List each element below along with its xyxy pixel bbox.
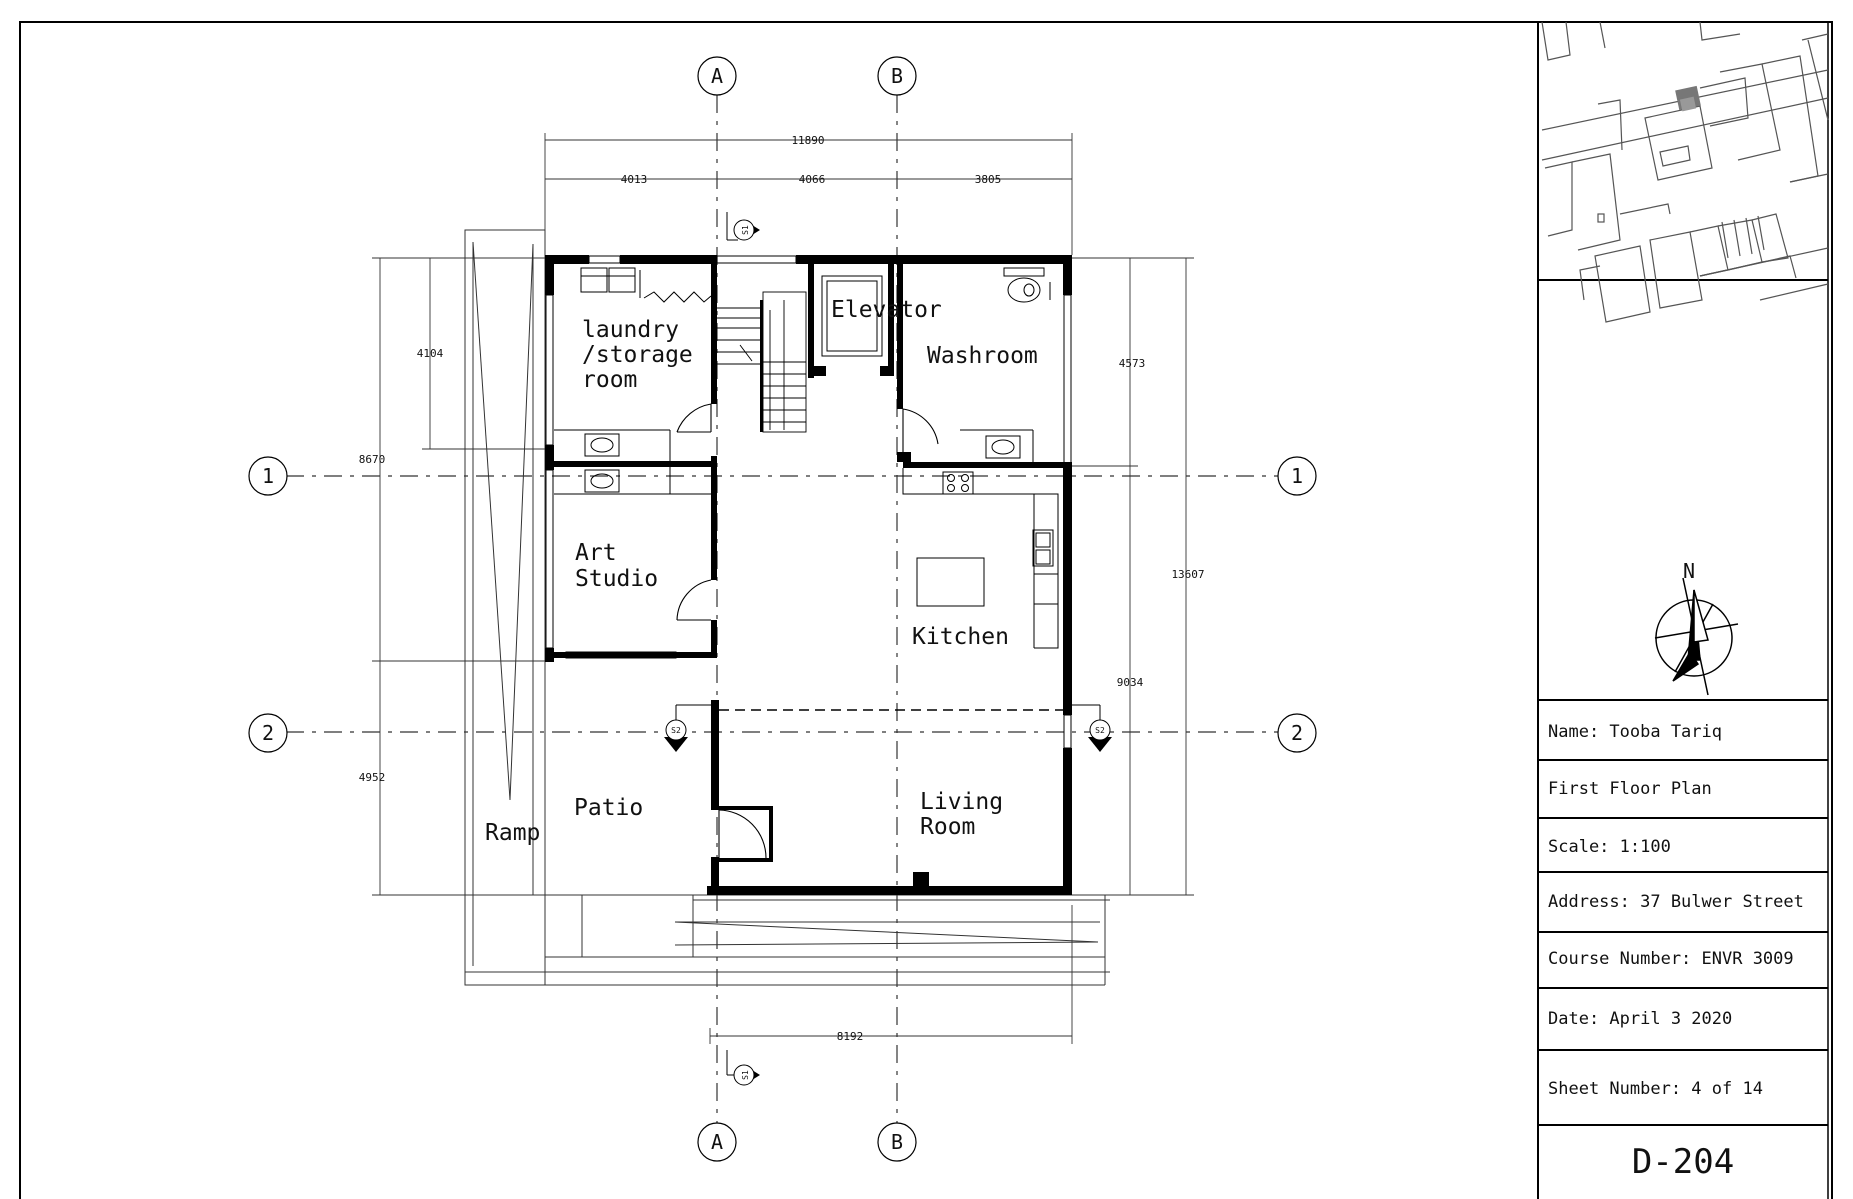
- title-block: Name: Tooba Tariq First Floor Plan Scale…: [1537, 22, 1829, 1199]
- grid-bubble-2-right: 2: [1277, 713, 1317, 753]
- laundry-sink: [584, 433, 620, 457]
- kitchen-island: [916, 557, 985, 607]
- grid-label: A: [711, 64, 723, 88]
- grid-bubble-2-left: 2: [248, 713, 288, 753]
- interior-walls: [554, 264, 1072, 895]
- dim-left-top: 4104: [417, 347, 444, 360]
- grid-lines: [286, 95, 1280, 1128]
- tb-date: Date: April 3 2020: [1548, 1009, 1732, 1029]
- grid-bubble-b-bottom: B: [877, 1122, 917, 1162]
- sheet-border: [19, 21, 1833, 1199]
- washroom-vanity: [960, 429, 1034, 462]
- dim-overall-width: 11890: [791, 134, 824, 147]
- art-studio-sink: [554, 467, 711, 495]
- tb-name: Name: Tooba Tariq: [1548, 722, 1722, 742]
- north-label: N: [1683, 559, 1695, 583]
- tb-sheet-number: Sheet Number: 4 of 14: [1548, 1079, 1763, 1099]
- section-marker-s2-right: S2: [1072, 704, 1112, 752]
- site-highlight-building: [1675, 85, 1701, 112]
- washroom-toilet: [1003, 267, 1051, 303]
- grid-label: 2: [1291, 721, 1303, 745]
- dim-seg2: 4066: [799, 173, 826, 186]
- dim-bottom: 8192: [837, 1030, 864, 1043]
- tb-drawing-number: D-204: [1632, 1142, 1734, 1182]
- site-context-map: [1541, 21, 1829, 323]
- terrace: [545, 894, 1110, 958]
- grid-bubble-a-top: A: [697, 56, 737, 96]
- grid-bubble-b-top: B: [877, 56, 917, 96]
- room-label-elevator: Elevator: [831, 297, 942, 323]
- grid-label: 1: [262, 464, 274, 488]
- room-label-patio: Patio: [574, 795, 643, 821]
- grid-bubble-a-bottom: A: [697, 1122, 737, 1162]
- grid-label: 2: [262, 721, 274, 745]
- grid-label: B: [891, 1130, 903, 1154]
- doors: [676, 403, 939, 859]
- grid-label: A: [711, 1130, 723, 1154]
- room-label-washroom: Washroom: [927, 343, 1038, 369]
- elevator-car: [821, 275, 883, 357]
- section-label: S1: [741, 225, 750, 235]
- stairs: [717, 291, 807, 433]
- dimension-lines: [372, 133, 1194, 1044]
- room-label-laundry-2: /storage: [582, 342, 693, 368]
- grid-bubble-1-left: 1: [248, 456, 288, 496]
- room-label-ramp: Ramp: [485, 820, 540, 846]
- laundry-appliances: [554, 267, 712, 461]
- windows: [545, 255, 1072, 895]
- north-arrow: [1654, 577, 1739, 696]
- tb-course: Course Number: ENVR 3009: [1548, 949, 1794, 969]
- section-label: S2: [671, 726, 681, 735]
- grid-bubble-1-right: 1: [1277, 456, 1317, 496]
- room-label-laundry-1: laundry: [582, 317, 679, 343]
- dim-left-bottom: 4952: [359, 771, 386, 784]
- dim-right-overall: 13607: [1171, 568, 1204, 581]
- room-label-kitchen: Kitchen: [912, 624, 1009, 650]
- room-label-living-1: Living: [920, 789, 1003, 815]
- grid-label: B: [891, 64, 903, 88]
- room-label-art-1: Art: [575, 540, 617, 566]
- section-marker-s1-top: S1: [726, 212, 760, 241]
- section-marker-s2-left: S2: [664, 704, 711, 752]
- dim-seg1: 4013: [621, 173, 648, 186]
- tb-address: Address: 37 Bulwer Street: [1548, 892, 1804, 912]
- dim-right-top: 4573: [1119, 357, 1146, 370]
- dim-seg3: 3805: [975, 173, 1002, 186]
- tb-title: First Floor Plan: [1548, 779, 1712, 799]
- room-label-art-2: Studio: [575, 566, 658, 592]
- kitchen-counter: [902, 468, 1059, 649]
- dim-right-bottom: 9034: [1117, 676, 1144, 689]
- section-marker-s1-bottom: S1: [726, 1050, 760, 1086]
- section-label: S1: [741, 1070, 750, 1080]
- room-label-laundry-3: room: [582, 367, 637, 393]
- room-label-living-2: Room: [920, 814, 975, 840]
- dim-left-mid: 8670: [359, 453, 386, 466]
- tb-scale: Scale: 1:100: [1548, 837, 1671, 857]
- section-label: S2: [1095, 726, 1105, 735]
- grid-label: 1: [1291, 464, 1303, 488]
